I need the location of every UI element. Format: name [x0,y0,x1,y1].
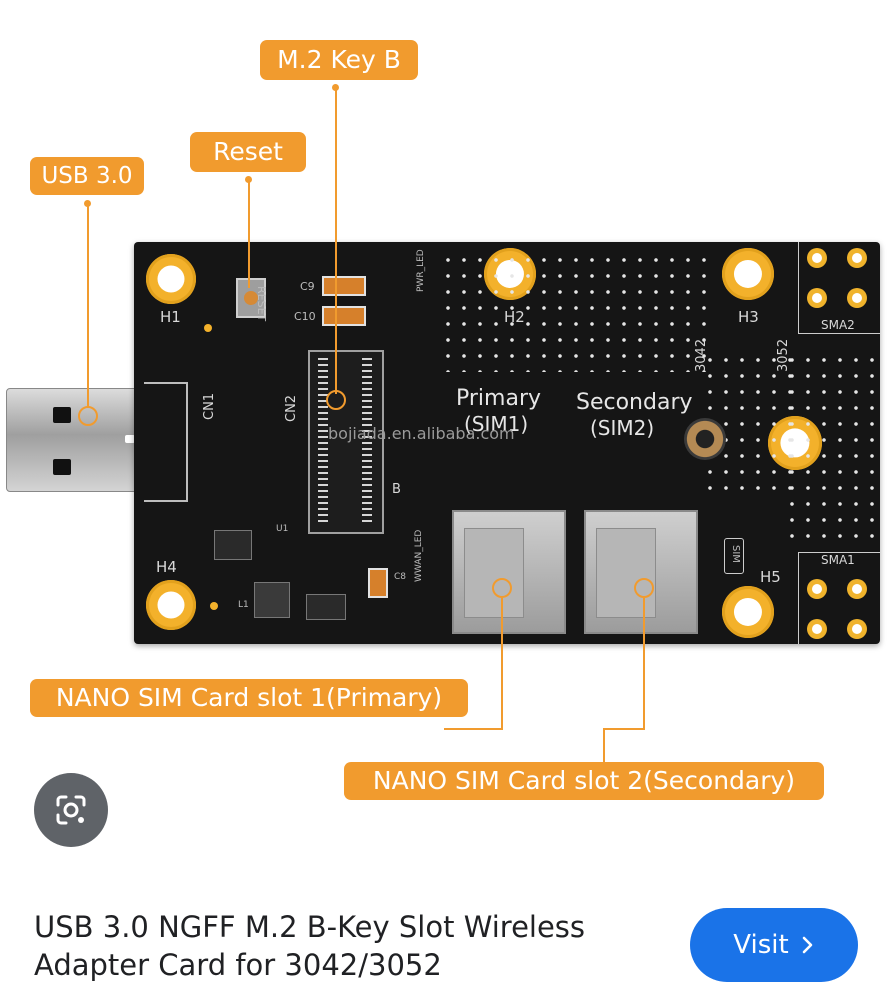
mount-hole-h4 [146,580,196,630]
label-u1: U1 [276,524,289,534]
callout-sim-slot-1: NANO SIM Card slot 1(Primary) [30,679,468,717]
label-reset: RESET [255,286,268,322]
chip-c3-c2 [214,530,252,560]
callout-reset: Reset [190,132,306,172]
product-title[interactable]: USB 3.0 NGFF M.2 B-Key Slot Wireless Ada… [34,910,586,982]
usb-window [53,459,71,475]
leader-line [248,180,250,288]
visit-label: Visit [733,930,789,960]
leader-dot [332,84,339,91]
sma1-area: SMA1 [798,552,880,644]
capacitor-c6-c7 [306,594,346,620]
label-sim2: (SIM2) [590,416,655,440]
usb-window [53,407,71,423]
product-image[interactable]: H1 H2 H3 H4 H5 RESET C9 C10 PWR_LED CN2 … [0,0,892,880]
sma-pad [847,619,867,639]
leader-line [604,728,645,730]
via-grid [784,352,874,542]
pcb-board: H1 H2 H3 H4 H5 RESET C9 C10 PWR_LED CN2 … [134,242,880,644]
watermark: bojiada.en.alibaba.com [328,424,515,443]
mount-hole-h1 [146,254,196,304]
reset-knob [244,291,258,305]
label-sim-tag: SIM [730,545,741,563]
leader-line [335,88,337,394]
sma2-area: SMA2 [798,242,880,334]
callout-target-sim2 [634,578,654,598]
visit-button[interactable]: Visit [690,908,858,982]
lens-button[interactable] [34,773,108,847]
fiducial [210,602,218,610]
usb-notch [125,435,135,443]
sma-pad [807,619,827,639]
m2-slot [308,350,384,534]
label-b: B [392,482,401,497]
usb-connector-cn1 [144,382,188,502]
via-grid [440,252,710,372]
capacitor-c8 [368,568,388,598]
capacitor-c9 [322,276,366,296]
leader-line [603,728,605,762]
leader-line [444,728,503,730]
label-c9: C9 [300,280,315,293]
label-h4: H4 [156,558,177,576]
callout-usb-30: USB 3.0 [30,157,144,195]
leader-dot [245,176,252,183]
lens-camera-icon [56,795,86,825]
label-primary: Primary [456,386,542,411]
reset-switch [236,278,266,318]
label-h3: H3 [738,308,759,326]
sim-tag-box: SIM [724,538,744,574]
mount-hole-h5 [722,586,774,638]
leader-line [643,598,645,730]
m2-pins [362,358,372,526]
sma-pad [847,288,867,308]
label-3052: 3052 [776,338,791,372]
mount-hole-h3 [722,248,774,300]
label-cn2: CN2 [284,394,299,422]
label-l1: L1 [238,600,249,610]
label-wwan-led: WWAN_LED [414,529,424,582]
label-3042: 3042 [694,338,709,372]
label-sma1: SMA1 [821,553,855,567]
callout-target-sim1 [492,578,512,598]
callout-m2-key-b: M.2 Key B [260,40,418,80]
callout-target-m2 [326,390,346,410]
sma-pad [807,248,827,268]
label-sim1: (SIM1) [464,412,529,436]
sim-slot-2 [584,510,698,634]
label-sma2: SMA2 [821,318,855,332]
leader-line [87,204,89,408]
leader-dot [84,200,91,207]
capacitor-c10 [322,306,366,326]
sim-slot-1 [452,510,566,634]
label-c10: C10 [294,310,316,323]
sma-pad [847,579,867,599]
sim-contacts [596,528,656,618]
label-c8: C8 [394,572,407,582]
label-h1: H1 [160,308,181,326]
callout-target-usb [78,406,98,426]
label-secondary: Secondary [576,390,693,415]
fiducial [204,324,212,332]
callout-sim-slot-2: NANO SIM Card slot 2(Secondary) [344,762,824,800]
label-h5: H5 [760,568,781,586]
chevron-right-icon [802,936,813,954]
sma-pad [807,579,827,599]
leader-line [501,598,503,730]
m2-pins [318,358,328,526]
inductor-l1 [254,582,290,618]
sma-pad [847,248,867,268]
label-pwr-led: PWR_LED [416,249,426,292]
standoff-screw [684,418,726,460]
sim-contacts [464,528,524,618]
sma-pad [807,288,827,308]
label-cn1: CN1 [202,392,217,420]
